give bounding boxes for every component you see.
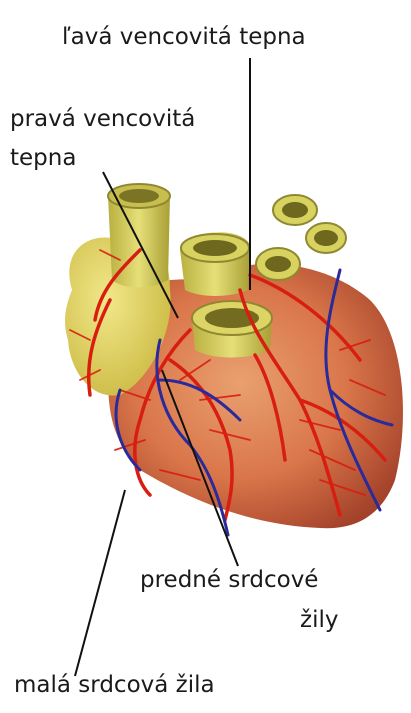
label-right-coronary-artery-line2: tepna [10,143,76,173]
label-small-cardiac-vein: malá srdcová žila [14,670,215,700]
label-right-coronary-artery-line1: pravá vencovitá [10,104,195,134]
label-left-coronary-artery: ľavá vencovitá tepna [62,22,306,52]
label-anterior-cardiac-veins-line2: žily [300,605,338,635]
label-anterior-cardiac-veins-line1: predné srdcové [140,565,318,595]
leader-small-vein [75,490,125,676]
